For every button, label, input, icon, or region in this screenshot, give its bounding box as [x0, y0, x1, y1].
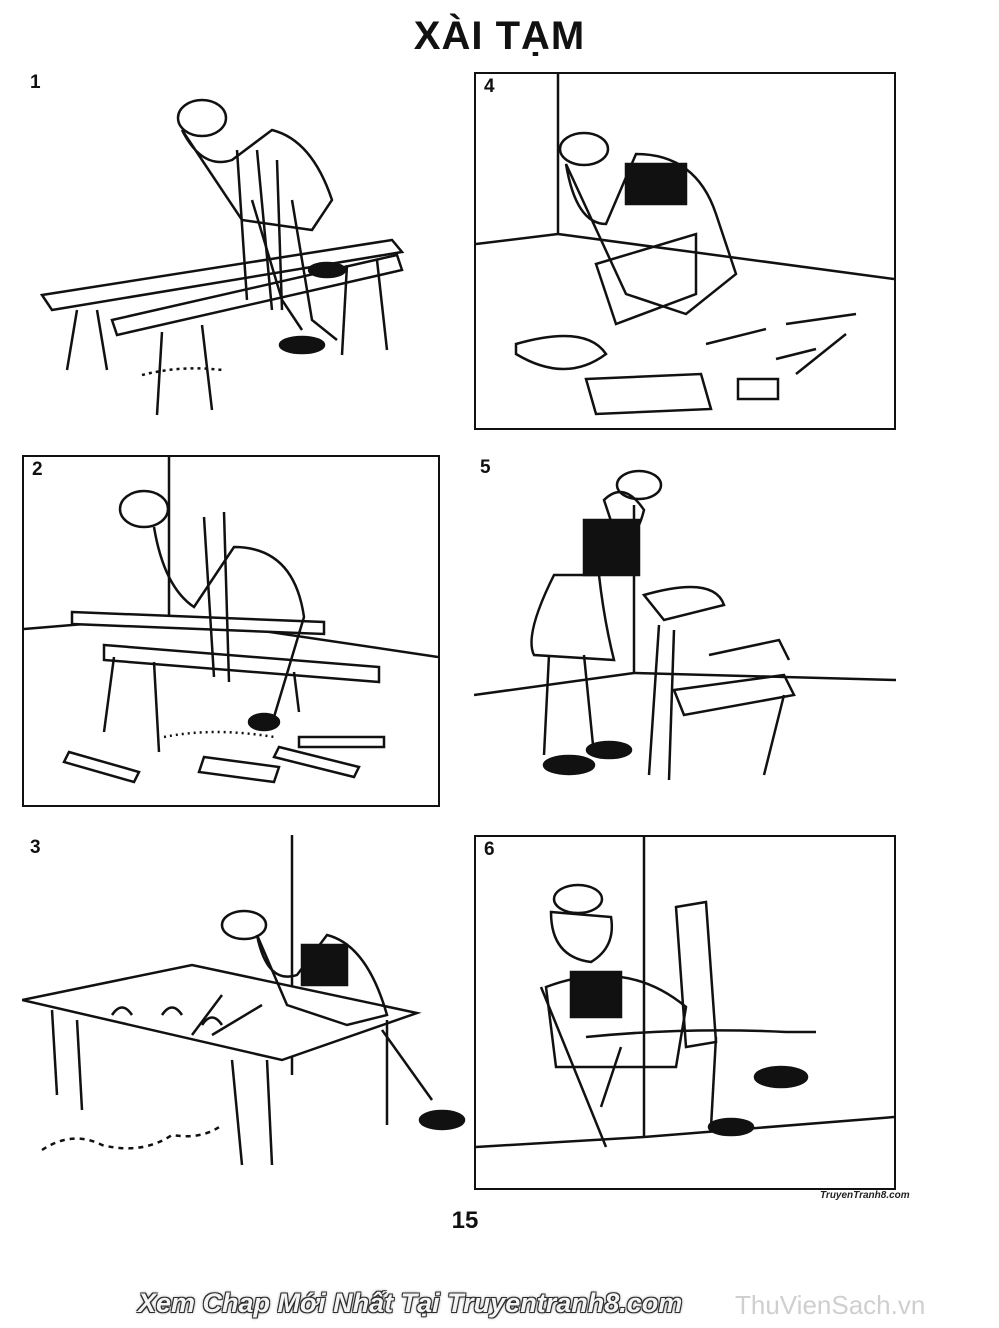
comic-panel-2: 2 — [22, 455, 440, 807]
panel-illustration — [476, 837, 894, 1149]
panel-number: 2 — [32, 459, 43, 480]
panel-number: 1 — [30, 72, 41, 93]
comic-panel-3: 3 — [22, 835, 472, 1185]
panel-number: 5 — [480, 457, 491, 478]
panel-illustration — [476, 74, 894, 416]
page-title: XÀI TẠM — [413, 14, 586, 58]
footer-banner: Xem Chap Mới Nhất Tại Truyentranh8.com T… — [0, 1288, 999, 1328]
comic-panel-5: 5 — [474, 455, 896, 807]
watermark: ThuVienSach.vn — [735, 1290, 926, 1320]
panel-illustration — [474, 469, 896, 781]
panel-illustration — [24, 457, 438, 784]
panel-number: 4 — [484, 76, 495, 97]
panel-credit: TruyenTranh8.com — [820, 1190, 910, 1201]
panel-number: 6 — [484, 839, 495, 860]
panel-illustration — [22, 835, 466, 1166]
comic-panel-1: 1 — [22, 70, 442, 430]
panel-number: 3 — [30, 837, 41, 858]
panel-illustration — [39, 98, 405, 416]
page-number: 15 — [451, 1207, 479, 1234]
comic-panel-4: 4 — [474, 72, 896, 430]
comic-panel-6: 6 — [474, 835, 896, 1190]
footer-link-text[interactable]: Xem Chap Mới Nhất Tại Truyentranh8.com — [138, 1288, 683, 1318]
